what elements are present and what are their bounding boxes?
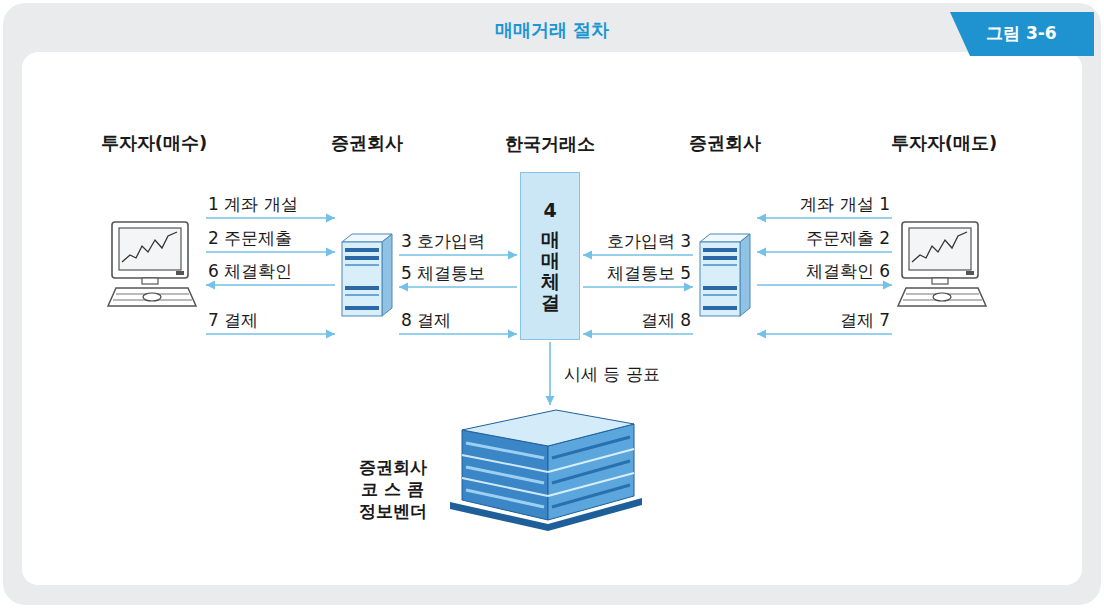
column-header: 증권회사 [331,132,403,154]
arrow-head [546,396,555,405]
flow-arrow [546,342,555,405]
figure-number: 그림 3-6 [986,22,1057,45]
step-label: 주문제출 2 [806,228,890,248]
flow-arrow [757,330,892,339]
flow-arrow [583,330,693,339]
arrow-head [583,330,592,339]
step-label: 3 호가입력 [401,231,485,251]
flow-arrow [206,330,335,339]
arrow-head [508,251,517,260]
arrow-line [399,254,517,256]
arrow-line [549,342,551,405]
server-icon [342,234,392,316]
column-header: 투자자(매도) [891,132,997,154]
arrow-line [757,284,892,286]
broker-node: 증권회사 [696,205,754,345]
arrow-line [399,286,517,288]
step-label: 6 체결확인 [208,261,292,281]
flow-arrow [399,283,517,292]
investor-node: 투자자(매도) [895,205,993,345]
arrow-line [206,333,335,335]
step-label: 결제 8 [641,310,691,330]
flow-arrow [399,330,517,339]
arrow-line [757,251,892,253]
arrow-head [508,330,517,339]
building-icon [450,410,642,531]
column-header: 한국거래소 [505,133,595,155]
flow-arrow [206,214,335,223]
arrow-head [757,214,766,223]
node-caption: 증권회사 코 스 콤 정보벤더 [354,456,432,522]
step-label: 시세 등 공표 [564,364,660,384]
step-label: 체결확인 6 [806,261,890,281]
arrow-head [583,251,592,260]
step-label: 1 계좌 개설 [208,194,298,214]
inner-panel [22,52,1082,585]
step-label: 결제 7 [840,310,890,330]
column-header: 투자자(매수) [101,132,207,154]
arrow-head [326,214,335,223]
arrow-line [757,333,892,335]
step-label: 5 체결통보 [401,263,485,283]
arrow-head [757,248,766,257]
arrow-line [583,254,693,256]
arrow-head [883,281,892,290]
flow-arrow [757,248,892,257]
step-label: 8 결제 [401,310,451,330]
figure-tag-shape [950,12,1094,56]
arrow-head [399,283,408,292]
outer-panel [3,3,1101,605]
flow-arrow [757,214,892,223]
flow-arrow [399,251,517,260]
building-node: 증권회사 코 스 콤 정보벤더 [450,408,642,530]
flow-arrow [206,248,335,257]
arrow-head [206,281,215,290]
arrow-line [206,251,335,253]
step-label: 체결통보 5 [607,263,691,283]
flow-arrow [583,251,693,260]
server-icon [700,234,750,316]
step-label: 7 결제 [208,310,258,330]
flow-arrow [757,281,892,290]
computer-icon [108,222,196,306]
flow-arrow [583,283,693,292]
arrow-head [757,330,766,339]
arrow-line [399,333,517,335]
broker-node: 증권회사 [338,205,396,345]
vertical-text: 매매체결 [541,229,560,313]
investor-node: 투자자(매수) [105,205,203,345]
flow-arrow [206,281,335,290]
arrow-line [757,217,892,219]
arrow-head [684,283,693,292]
step-label: 2 주문제출 [208,228,292,248]
step-label: 호가입력 3 [607,231,691,251]
arrow-head [326,248,335,257]
arrow-line [583,286,693,288]
column-header: 증권회사 [689,132,761,154]
arrow-line [206,284,335,286]
computer-icon [898,222,986,306]
arrow-line [206,217,335,219]
exchange-box: 한국거래소4매매체결 [520,172,580,340]
diagram-title: 매매거래 절차 [0,18,1104,42]
step-label: 계좌 개설 1 [800,194,890,214]
arrow-line [583,333,693,335]
arrow-head [326,330,335,339]
step-number: 4 [543,199,556,221]
